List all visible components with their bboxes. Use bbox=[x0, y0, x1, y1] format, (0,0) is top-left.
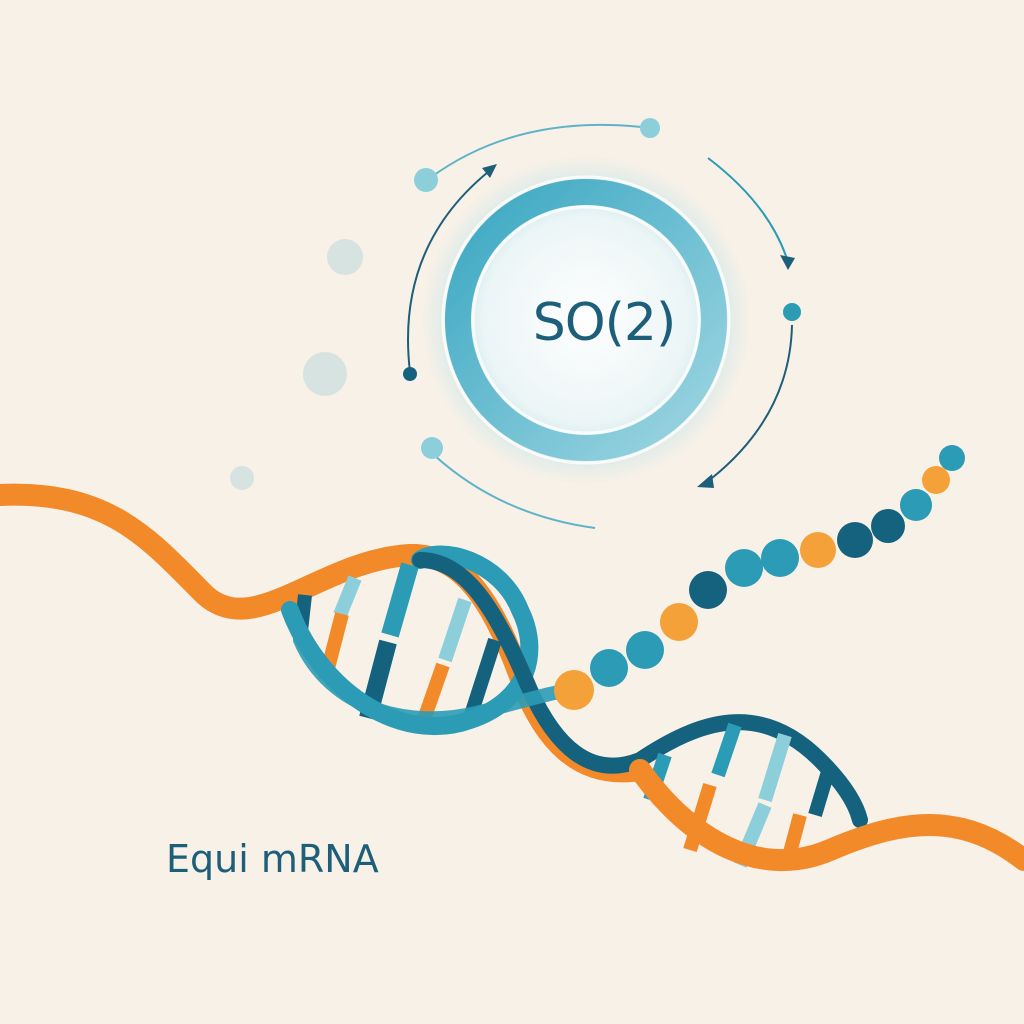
orbit-arc-left bbox=[407, 167, 494, 373]
caption-label: Equi mRNA bbox=[166, 837, 379, 881]
bead bbox=[626, 631, 664, 669]
bead-chain-icon bbox=[554, 445, 965, 710]
teal-strand-front bbox=[293, 633, 587, 726]
rotation-arrow-icon bbox=[780, 255, 795, 270]
orbit-arc-lower-right bbox=[711, 324, 793, 479]
bead bbox=[761, 539, 799, 577]
orbit-arc-right bbox=[707, 157, 789, 263]
orbit-dot bbox=[640, 118, 660, 138]
orbit-dot bbox=[403, 367, 417, 381]
rotation-ring bbox=[445, 179, 727, 461]
orange-strand-front bbox=[629, 759, 1024, 871]
bead bbox=[660, 603, 698, 641]
floating-dot bbox=[303, 352, 347, 396]
floating-dot bbox=[230, 466, 254, 490]
orbit-dot bbox=[783, 303, 801, 321]
bead bbox=[689, 571, 727, 609]
ring-inner-highlight bbox=[471, 205, 701, 435]
bead bbox=[590, 649, 628, 687]
floating-dot bbox=[327, 239, 363, 275]
orbit-arc-top bbox=[429, 123, 651, 179]
bead bbox=[554, 670, 594, 710]
dna-helix-icon bbox=[0, 483, 1024, 871]
so2-rotation-group: SO(2) bbox=[403, 118, 801, 529]
orbit-arc-bottom bbox=[433, 454, 596, 529]
ring-label: SO(2) bbox=[533, 293, 676, 353]
bead bbox=[800, 532, 836, 568]
bead bbox=[939, 445, 965, 471]
rotation-arrow-icon bbox=[697, 474, 714, 488]
bead bbox=[922, 466, 950, 494]
rotation-arrow-icon bbox=[482, 164, 497, 178]
bead bbox=[837, 522, 873, 558]
bead bbox=[725, 549, 763, 587]
bead bbox=[900, 489, 932, 521]
ring-outer-highlight bbox=[441, 175, 731, 465]
orbit-dot bbox=[421, 437, 443, 459]
bead bbox=[871, 509, 905, 543]
orbit-dot bbox=[414, 168, 438, 192]
